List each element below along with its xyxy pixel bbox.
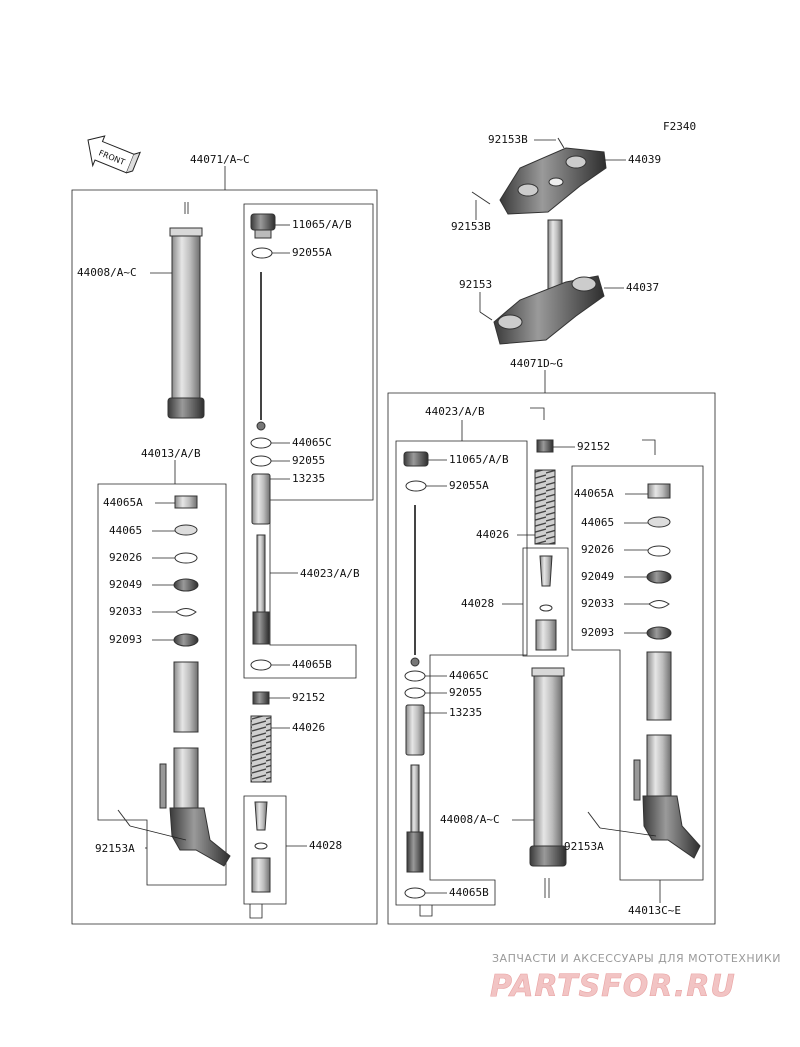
callout-44065B-right: 44065B bbox=[449, 886, 489, 899]
callout-92055A-left: 92055A bbox=[292, 246, 332, 259]
callout-13235-left: 13235 bbox=[292, 472, 325, 485]
left-fork-assembly: 44071/A~C 44008/A~C 11065/A/B 92055A 440… bbox=[71, 153, 378, 925]
callout-92153A-left: 92153A bbox=[95, 842, 135, 855]
callout-44023-left: 44023/A/B bbox=[300, 567, 360, 580]
callout-44026-right: 44026 bbox=[476, 528, 509, 541]
callout-92055-left: 92055 bbox=[292, 454, 325, 467]
callout-44039: 44039 bbox=[628, 153, 661, 166]
callout-92152-right: 92152 bbox=[577, 440, 610, 453]
callout-92055A-right: 92055A bbox=[449, 479, 489, 492]
callout-11065-right: 11065/A/B bbox=[449, 453, 509, 466]
outer-tube-44008-left bbox=[167, 202, 205, 419]
fork-cap-11065-left bbox=[250, 213, 276, 239]
callout-92049-left: 92049 bbox=[109, 578, 142, 591]
callout-44065-left: 44065 bbox=[109, 524, 142, 537]
callout-92033-right: 92033 bbox=[581, 597, 614, 610]
callout-92093-right: 92093 bbox=[581, 626, 614, 639]
callout-44065C-right: 44065C bbox=[449, 669, 489, 682]
callout-92026-right: 92026 bbox=[581, 543, 614, 556]
callout-92093-left: 92093 bbox=[109, 633, 142, 646]
callout-92033-left: 92033 bbox=[109, 605, 142, 618]
inner-tube-kit-left bbox=[159, 495, 231, 867]
callout-44065-right: 44065 bbox=[581, 516, 614, 529]
watermark-tagline: ЗАПЧАСТИ И АКСЕССУАРЫ ДЛЯ МОТОТЕХНИКИ bbox=[492, 952, 781, 965]
callout-92049-right: 92049 bbox=[581, 570, 614, 583]
callout-11065-left: 11065/A/B bbox=[292, 218, 352, 231]
right-fork-assembly: 44071D~G 44023/A/B 11065/A/B 92055A 4406… bbox=[387, 357, 716, 925]
callout-44065B-left: 44065B bbox=[292, 658, 332, 671]
callout-44026-left: 44026 bbox=[292, 721, 325, 734]
diagram-code: F2340 bbox=[663, 120, 696, 133]
callout-44023-right: 44023/A/B bbox=[425, 405, 485, 418]
front-arrow-icon: FRONT bbox=[87, 135, 141, 174]
callout-44028-right: 44028 bbox=[461, 597, 494, 610]
watermark-banner: ЗАПЧАСТИ И АКСЕССУАРЫ ДЛЯ МОТОТЕХНИКИ PA… bbox=[490, 952, 781, 1004]
callout-44013: 44013/A/B bbox=[141, 447, 201, 460]
callout-44065C-left: 44065C bbox=[292, 436, 332, 449]
callout-44008-right: 44008/A~C bbox=[440, 813, 500, 826]
callout-92153B-mid: 92153B bbox=[451, 220, 491, 233]
callout-92153: 92153 bbox=[459, 278, 492, 291]
callout-44008-left: 44008/A~C bbox=[77, 266, 137, 279]
watermark-logo: PARTSFOR.RU bbox=[490, 969, 736, 1004]
inner-tube-kit-right bbox=[633, 483, 701, 859]
callout-92153B-top: 92153B bbox=[488, 133, 528, 146]
callout-44071: 44071/A~C bbox=[190, 153, 250, 166]
callout-92026-left: 92026 bbox=[109, 551, 142, 564]
callout-44028-left: 44028 bbox=[309, 839, 342, 852]
callout-44065A-left: 44065A bbox=[103, 496, 143, 509]
callout-13235-right: 13235 bbox=[449, 706, 482, 719]
callout-44071D: 44071D~G bbox=[510, 357, 563, 370]
callout-92152-left: 92152 bbox=[292, 691, 325, 704]
callout-44065A-right: 44065A bbox=[574, 487, 614, 500]
callout-44037: 44037 bbox=[626, 281, 659, 294]
callout-44013C: 44013C~E bbox=[628, 904, 681, 917]
callout-92153A-right: 92153A bbox=[564, 840, 604, 853]
triple-clamps: 92153B 44039 92153B 92153 44037 bbox=[451, 133, 661, 345]
callout-92055-right: 92055 bbox=[449, 686, 482, 699]
